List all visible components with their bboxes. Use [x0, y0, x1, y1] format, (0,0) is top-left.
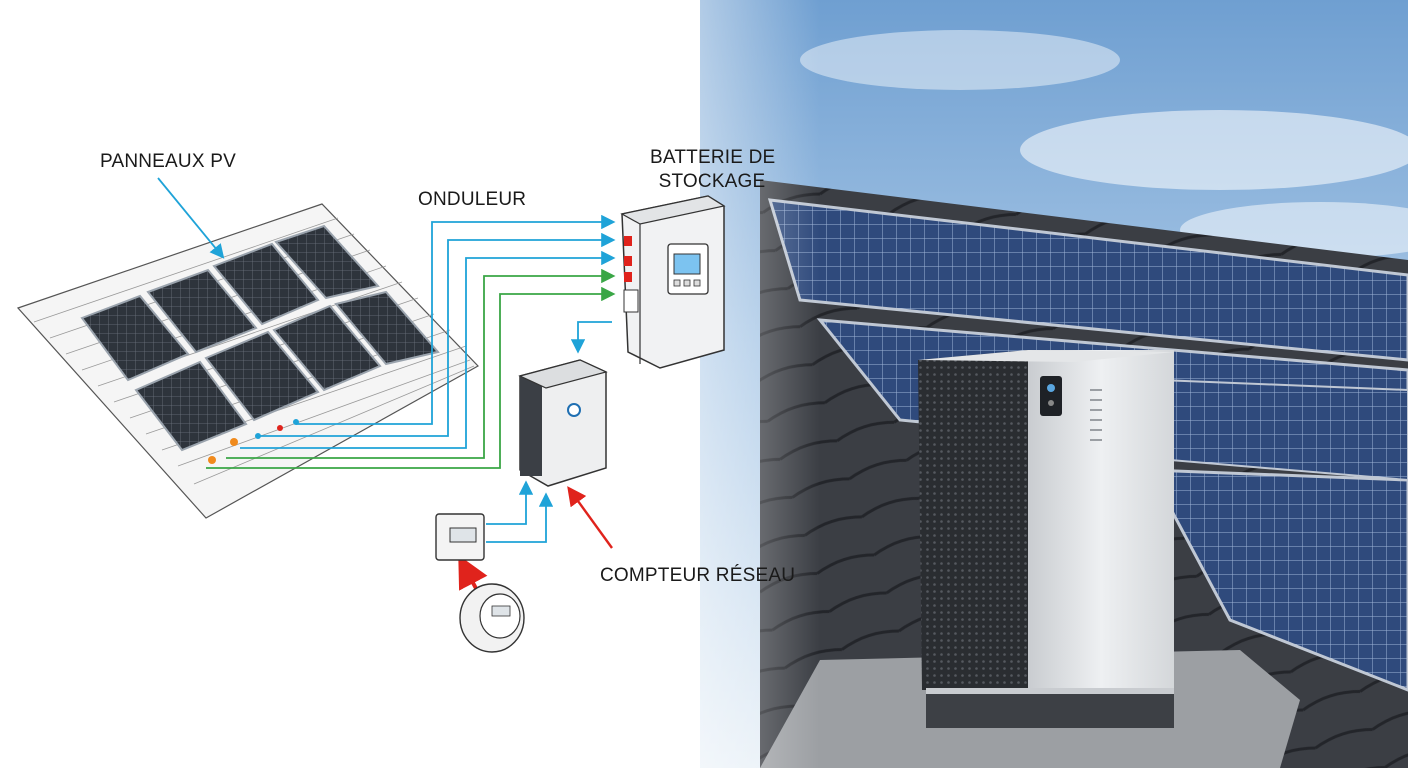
pv-pointer — [157, 177, 225, 259]
battery-storage-unit — [918, 350, 1174, 728]
label-battery-line1: BATTERIE DE — [650, 147, 776, 168]
photo-section — [700, 0, 1408, 768]
label-grid-meter: COMPTEUR RÉSEAU — [600, 565, 796, 586]
label-battery-line2: STOCKAGE — [658, 171, 766, 192]
grid-meter-icon — [459, 583, 525, 653]
inverter-icon — [620, 195, 726, 369]
battery-icon — [518, 359, 608, 487]
grid-meter-pointer — [567, 486, 613, 549]
label-pv-panels: PANNEAUX PV — [100, 151, 236, 172]
label-inverter: ONDULEUR — [418, 189, 527, 210]
meter-icon — [435, 513, 485, 561]
pv-array-diagram — [16, 203, 479, 519]
wiring — [206, 214, 616, 543]
label-battery: BATTERIE DE STOCKAGE — [650, 146, 776, 194]
